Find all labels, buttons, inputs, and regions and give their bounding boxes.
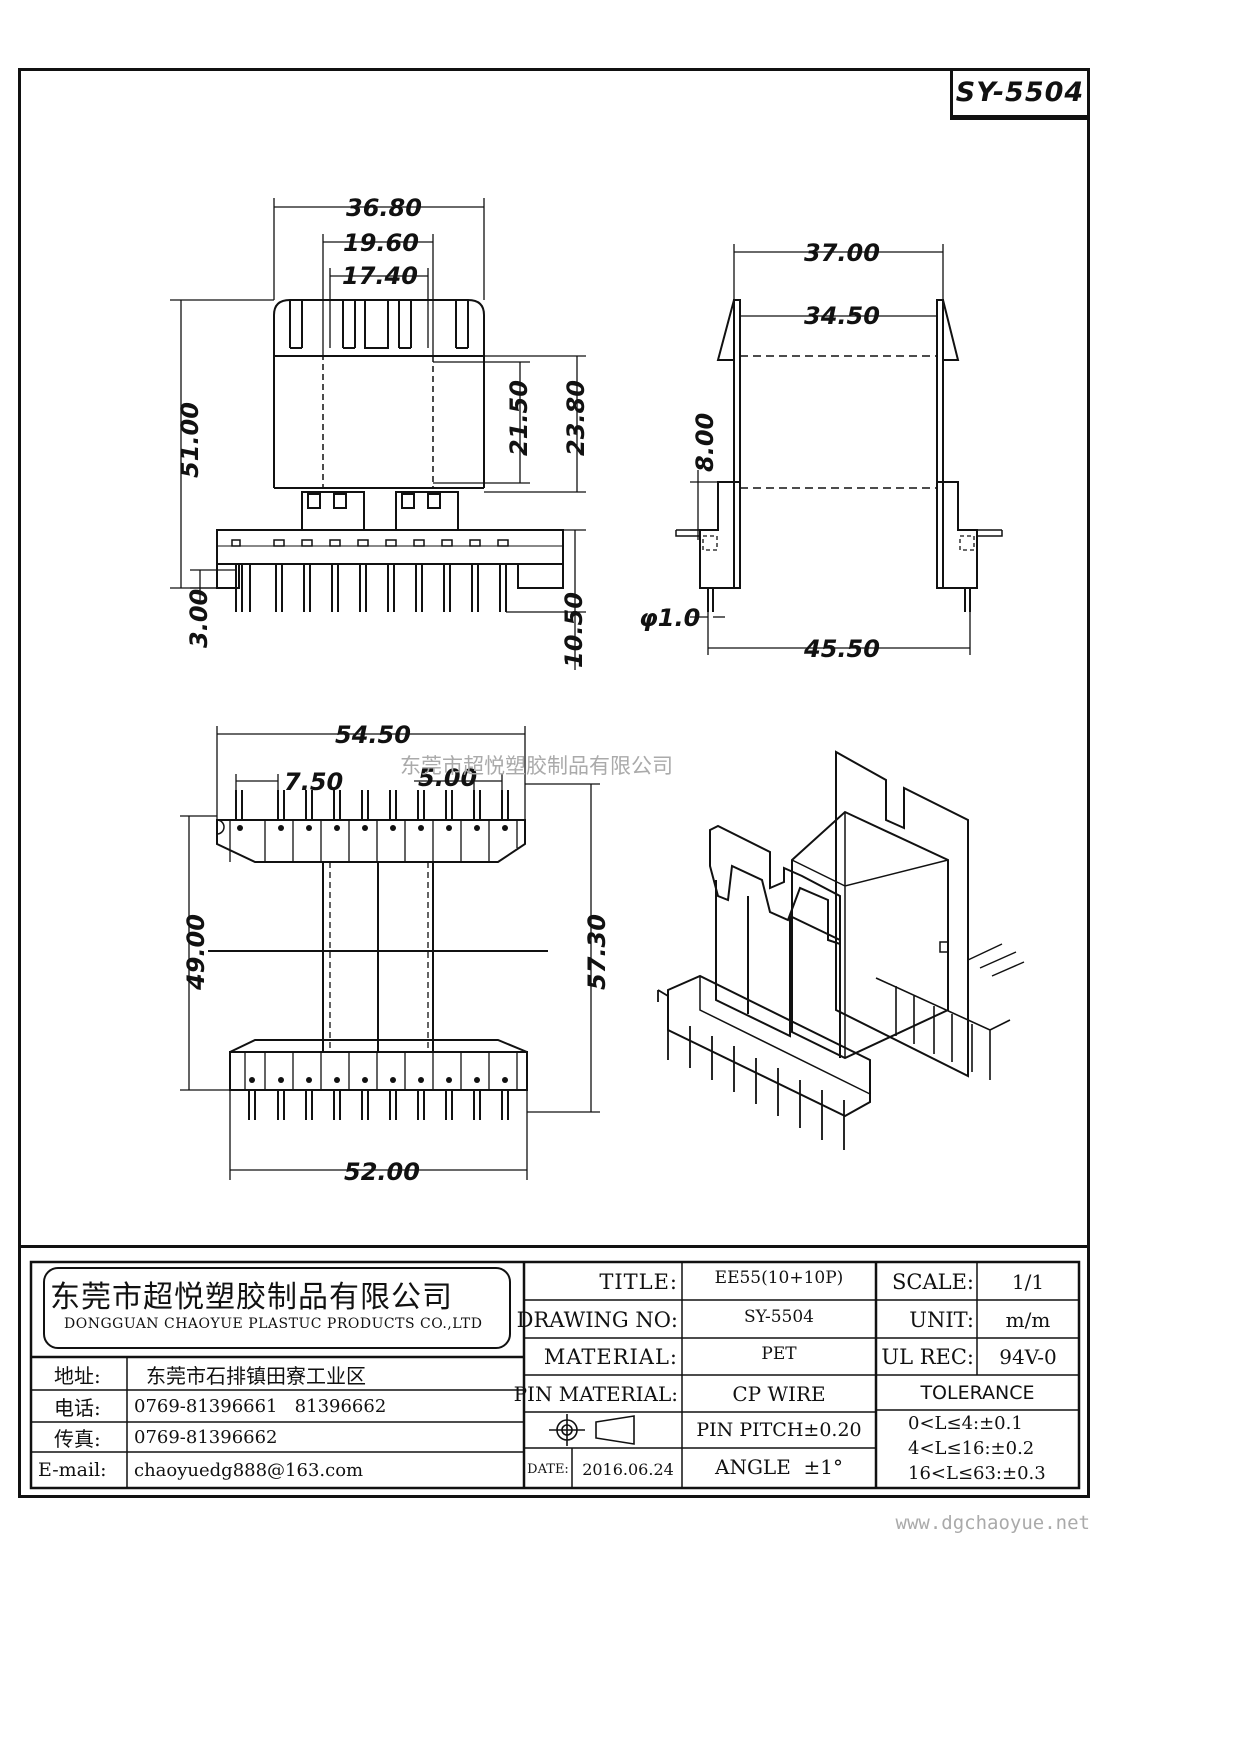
email-value: chaoyuedg888@163.com [134,1459,364,1481]
watermark-company: 东莞市超悦塑胶制品有限公司 [400,754,673,778]
dim-21-50: 21.50 [505,380,533,456]
dim-52-00: 52.00 [344,1158,420,1186]
scale-label: SCALE: [892,1270,974,1294]
dim-23-80: 23.80 [562,380,590,456]
address-label: 地址: [54,1364,101,1388]
tolerance-row-3: 16<L≤63:±0.3 [908,1463,1046,1484]
outer-border [18,68,1090,1498]
dim-54-50: 54.50 [335,721,411,749]
phone-value: 0769-81396661 81396662 [134,1396,387,1417]
phone-label: 电话: [54,1396,101,1420]
drawing-no-label: DRAWING NO: [516,1307,678,1332]
drawing-code: SY-5504 [955,76,1085,108]
pin-pitch: PIN PITCH±0.20 [696,1419,862,1441]
dim-34-50: 34.50 [804,302,880,330]
date-label: DATE: [527,1461,569,1477]
front-view: 36.80 19.60 17.40 51.00 21.50 23.80 3.00… [170,194,590,670]
dim-57-30: 57.30 [583,914,611,990]
dim-37-00: 37.00 [804,239,880,267]
dim-17-40: 17.40 [342,262,418,290]
drawing-code-box [950,68,1090,120]
fax-label: 传真: [54,1426,101,1451]
dim-phi-1-0: φ1.0 [639,604,700,632]
ul-rec-label: UL REC: [881,1345,974,1369]
dim-45-50: 45.50 [803,635,880,663]
tolerance-row-2: 4<L≤16:±0.2 [908,1438,1035,1459]
company-name-cn: 东莞市超悦塑胶制品有限公司 [50,1280,453,1315]
address-value: 东莞市石排镇田寮工业区 [146,1364,366,1388]
drawing-no-value: SY-5504 [743,1307,814,1327]
ul-rec-value: 94V-0 [999,1345,1057,1369]
dim-19-60: 19.60 [343,229,419,257]
dim-3-00: 3.00 [185,589,213,648]
dim-10-50: 10.50 [560,592,588,668]
dim-7-50: 7.50 [284,768,343,796]
bottom-view: 54.50 7.50 5.00 49.00 57.30 52.00 [180,721,611,1186]
title-block [18,1245,1090,1498]
pin-material-value: CP WIRE [732,1382,826,1406]
title-value: EE55(10+10P) [714,1268,844,1288]
side-view: 37.00 34.50 8.00 φ1.0 45.50 [639,239,1003,663]
dim-36-80: 36.80 [346,194,422,222]
email-label: E-mail: [38,1459,107,1481]
dim-51-00: 51.00 [176,402,204,478]
projection-symbol [549,1414,635,1446]
angle: ANGLE ±1° [715,1455,843,1479]
pin-material-label: PIN MATERIAL: [513,1382,678,1406]
dim-5-00: 5.00 [418,764,477,792]
scale-value: 1/1 [1011,1270,1045,1294]
dim-49-00: 49.00 [182,914,210,991]
material-label: MATERIAL: [543,1345,678,1369]
unit-label: UNIT: [909,1307,974,1332]
tolerance-row-1: 0<L≤4:±0.1 [908,1413,1023,1434]
material-value: PET [761,1344,797,1364]
website: www.dgchaoyue.net [895,1512,1090,1534]
isometric-view [657,750,1025,1150]
fax-value: 0769-81396662 [134,1426,278,1448]
company-name-en: DONGGUAN CHAOYUE PLASTUC PRODUCTS CO.,LT… [64,1316,483,1332]
date-value: 2016.06.24 [582,1459,674,1479]
dim-8-00: 8.00 [691,413,719,472]
title-label: TITLE: [599,1270,678,1294]
tolerance-label: TOLERANCE [920,1382,1035,1404]
unit-value: m/m [1005,1307,1051,1332]
